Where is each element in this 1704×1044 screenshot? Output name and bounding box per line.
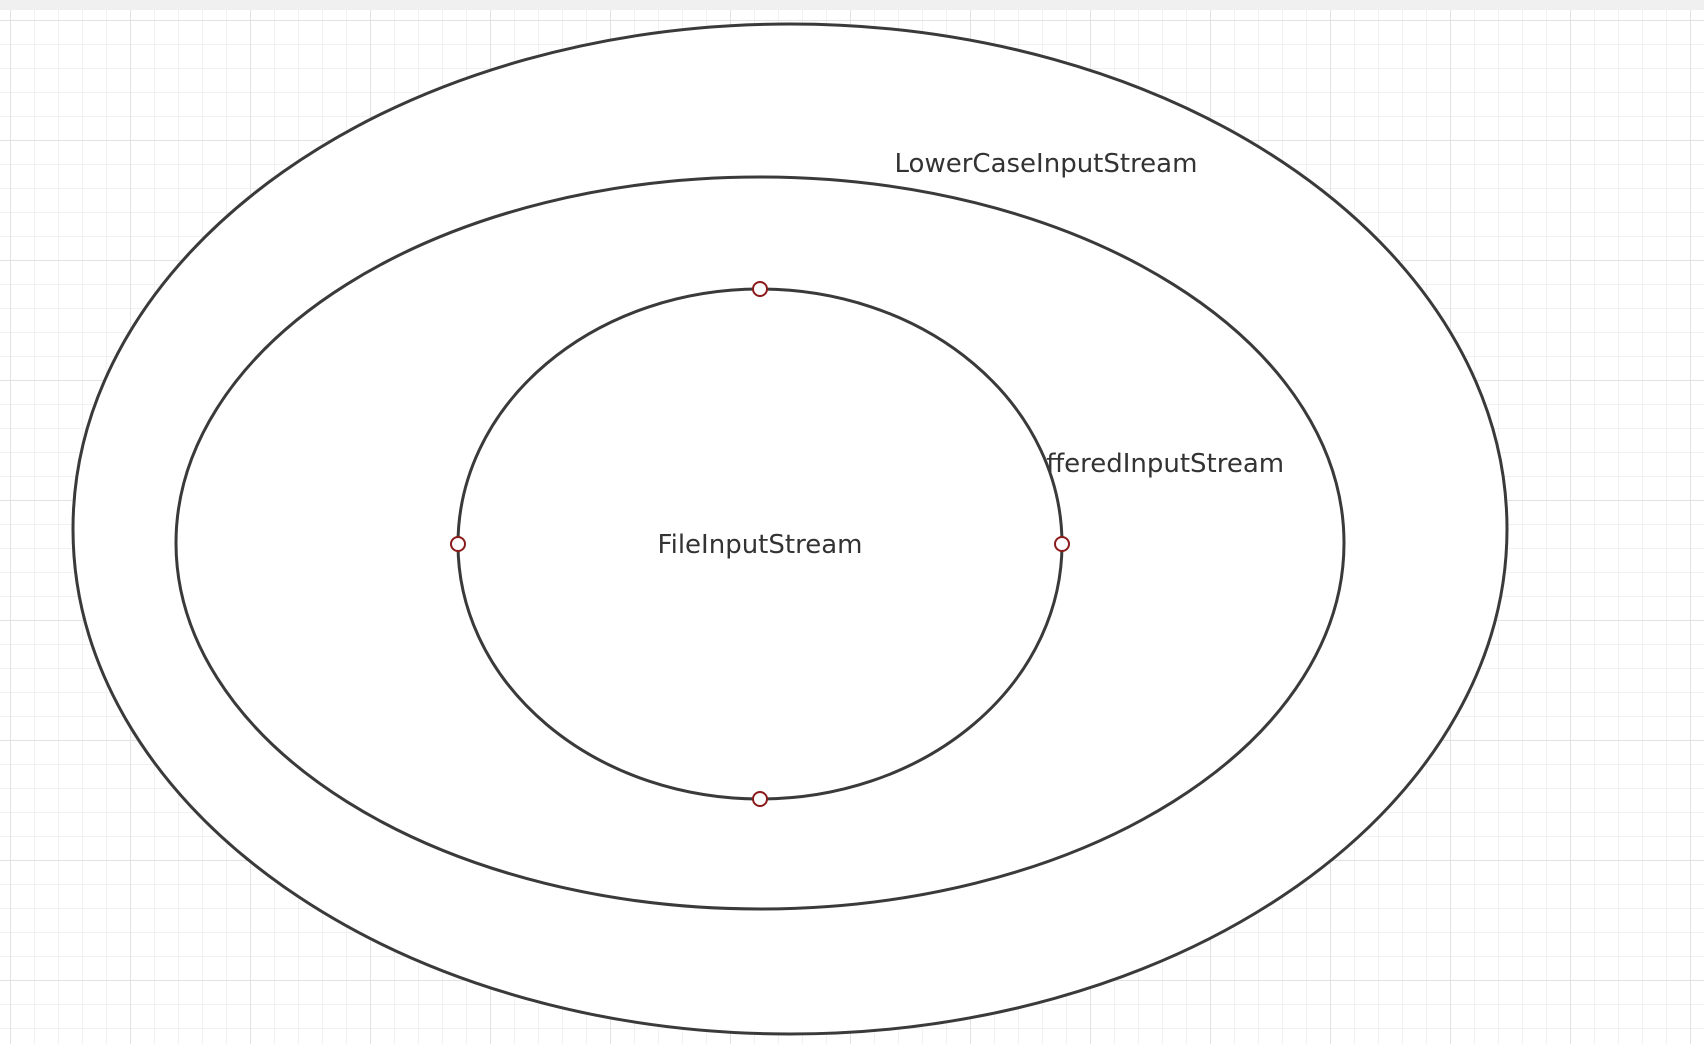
canvas-top-bar xyxy=(0,0,1704,10)
middle-ellipse-label: BufferedInputStream xyxy=(1012,449,1284,479)
selection-handle-bottom[interactable] xyxy=(752,791,768,807)
selection-handle-top[interactable] xyxy=(752,281,768,297)
outer-ellipse-label: LowerCaseInputStream xyxy=(895,149,1198,179)
selection-handle-left[interactable] xyxy=(450,536,466,552)
selection-handle-right[interactable] xyxy=(1054,536,1070,552)
inner-ellipse-shape[interactable]: FileInputStream xyxy=(450,281,1070,807)
inner-ellipse-label: FileInputStream xyxy=(658,530,863,560)
